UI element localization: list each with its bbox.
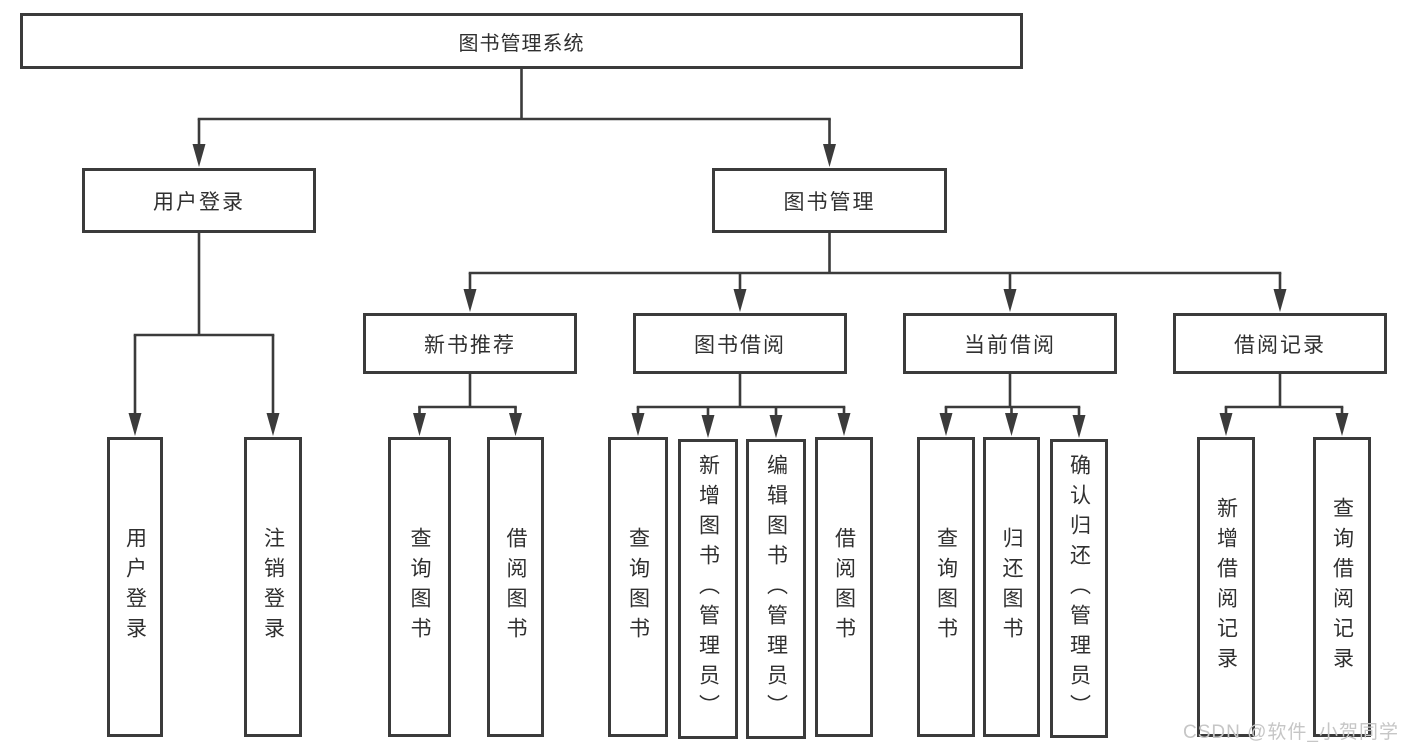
node-label-b-new: 借阅图书: [504, 527, 527, 647]
watermark: CSDN @软件_小贺同学: [1183, 722, 1399, 743]
node-new-rec: 新书推荐: [363, 313, 577, 374]
node-records: 借阅记录: [1173, 313, 1387, 374]
node-current: 当前借阅: [903, 313, 1117, 374]
node-root: 图书管理系统: [20, 13, 1023, 69]
node-edit-book: 编辑图书（管理员）: [746, 439, 806, 739]
node-label-add-book: 新增图书（管理员）: [696, 454, 720, 724]
node-label-current: 当前借阅: [964, 333, 1056, 357]
node-b-borrow: 借阅图书: [815, 437, 873, 737]
node-label-new-rec: 新书推荐: [424, 333, 516, 357]
node-label-q-borrow: 查询图书: [626, 527, 650, 647]
node-label-q-current: 查询图书: [934, 527, 958, 647]
node-borrow: 图书借阅: [633, 313, 847, 374]
node-return-book: 归还图书: [983, 437, 1040, 737]
node-label-root: 图书管理系统: [458, 32, 585, 55]
node-logout: 注销登录: [244, 437, 302, 737]
node-mgmt: 图书管理: [712, 168, 947, 233]
node-label-user-login: 用户登录: [123, 527, 147, 647]
node-user-login: 用户登录: [107, 437, 163, 737]
node-label-q-new: 查询图书: [408, 527, 431, 647]
node-q-current: 查询图书: [917, 437, 975, 737]
node-label-edit-book: 编辑图书（管理员）: [764, 454, 788, 724]
node-add-book: 新增图书（管理员）: [678, 439, 738, 739]
node-label-return-book: 归还图书: [1000, 527, 1023, 647]
node-label-confirm-return: 确认归还（管理员）: [1067, 453, 1091, 724]
node-label-b-borrow: 借阅图书: [832, 527, 856, 647]
node-login: 用户登录: [82, 168, 316, 233]
node-q-borrow: 查询图书: [608, 437, 668, 737]
node-b-new: 借阅图书: [487, 437, 544, 737]
node-confirm-return: 确认归还（管理员）: [1050, 439, 1108, 738]
node-add-record: 新增借阅记录: [1197, 437, 1255, 737]
node-label-mgmt: 图书管理: [783, 190, 876, 214]
node-label-add-record: 新增借阅记录: [1214, 497, 1238, 677]
node-label-borrow: 图书借阅: [694, 333, 786, 357]
node-label-q-record: 查询借阅记录: [1330, 497, 1354, 677]
node-q-new: 查询图书: [388, 437, 451, 737]
node-q-record: 查询借阅记录: [1313, 437, 1371, 737]
node-label-logout: 注销登录: [261, 527, 285, 647]
node-label-login: 用户登录: [153, 190, 245, 214]
node-label-records: 借阅记录: [1234, 333, 1326, 357]
